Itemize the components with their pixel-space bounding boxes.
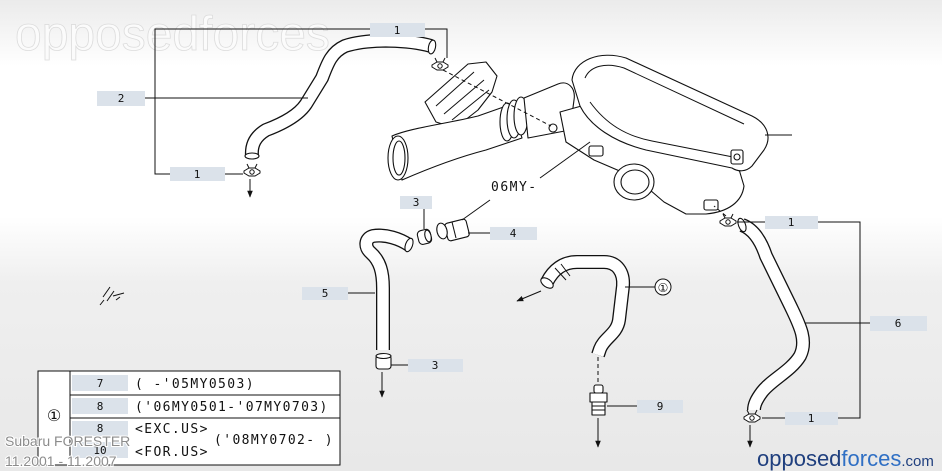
clamp-top-icon xyxy=(431,57,449,71)
clamp-left-icon xyxy=(243,163,261,177)
table-applicability: <EXC.US> xyxy=(135,422,209,437)
table-row: 8 <EXC.US> xyxy=(72,421,209,437)
revision-note: 06MY- xyxy=(491,180,538,195)
callout-seal-upper: 3 xyxy=(400,196,432,209)
callout-cap-lower-label: 3 xyxy=(432,359,439,372)
bracket-left xyxy=(154,28,370,175)
table-applicability: ( -'05MY0503) xyxy=(135,377,255,392)
hose-left xyxy=(359,228,414,350)
logo-left: opposed xyxy=(757,446,841,471)
fitting xyxy=(589,384,608,416)
table-row: 10 <FOR.US> xyxy=(72,442,209,460)
logo-suffix: .com xyxy=(901,453,934,470)
table-applicability: <FOR.US> xyxy=(135,445,209,460)
bracket-right xyxy=(818,221,861,419)
callout-fitting: 9 xyxy=(637,400,683,413)
callout-fitting-label: 9 xyxy=(657,400,664,413)
ref-circle-label: ① xyxy=(658,281,669,295)
callout-hose-right: 6 xyxy=(870,316,927,331)
callout-clamp-right-bottom: 1 xyxy=(785,412,838,425)
air-cleaner-assembly xyxy=(387,54,792,215)
footer-years: 11.2001 - 11.2007 xyxy=(5,453,117,469)
callout-clamp-right-top-label: 1 xyxy=(788,216,795,229)
flow-arrow-middle xyxy=(516,290,542,302)
table-applicability: ('06MY0501-'07MY0703) xyxy=(135,400,329,415)
leader-revision-upper xyxy=(539,141,591,179)
callout-clamp-left: 1 xyxy=(170,167,225,181)
stray-mark xyxy=(99,286,125,306)
air-cleaner-cover-edge xyxy=(584,64,745,125)
air-cleaner-upper-cover xyxy=(571,54,769,172)
leader-revision-lower xyxy=(461,199,491,221)
hose-upper xyxy=(244,33,437,160)
table-row: 7 ( -'05MY0503) xyxy=(72,375,255,392)
footer-model: Subaru FORESTER xyxy=(5,433,130,449)
callout-connector: 4 xyxy=(490,227,537,240)
air-cleaner-nipple xyxy=(588,145,604,157)
table-part-number: 8 xyxy=(97,400,104,413)
air-cleaner-outlet-inner xyxy=(620,169,650,195)
leader-clamp-top xyxy=(425,28,448,58)
clamp-right-top-icon xyxy=(719,213,737,227)
intake-duct xyxy=(391,103,523,181)
callout-clamp-top: 1 xyxy=(370,23,425,37)
callout-connector-label: 4 xyxy=(510,227,517,240)
table-part-number: 8 xyxy=(97,422,104,435)
variant-table: ① 7 ( -'05MY0503) 8 ('06MY0501-'07MY0703… xyxy=(37,370,341,466)
callout-hose-upper: 2 xyxy=(97,91,145,106)
callout-seal-upper-label: 3 xyxy=(413,196,420,209)
callout-hose-left-label: 5 xyxy=(322,287,329,300)
callout-clamp-right-bottom-label: 1 xyxy=(808,412,815,425)
hose-middle xyxy=(540,255,631,358)
table-row: 8 ('06MY0501-'07MY0703) xyxy=(72,398,329,415)
callout-clamp-right-top: 1 xyxy=(765,216,818,229)
cap-lower xyxy=(375,352,392,370)
dash-clamp-top-to-intake xyxy=(442,69,552,127)
callout-hose-upper-label: 2 xyxy=(118,92,125,105)
dash-case-to-clamp xyxy=(713,205,727,217)
callout-clamp-left-label: 1 xyxy=(194,168,201,181)
site-logo: opposedforces.com xyxy=(757,446,934,471)
table-shared-applicability: ('08MY0702- ) xyxy=(214,433,334,448)
air-cleaner-lower-tab xyxy=(703,199,719,211)
clamp-right-bottom-icon xyxy=(743,409,761,423)
callout-hose-left: 5 xyxy=(302,287,348,300)
intake-boot xyxy=(499,96,529,142)
intake-resonator-ribs xyxy=(435,71,490,121)
hose-right xyxy=(737,217,811,411)
table-ref-symbol: ① xyxy=(47,406,61,425)
callout-clamp-top-label: 1 xyxy=(394,24,401,37)
air-cleaner-mount-hole xyxy=(733,153,741,161)
callout-hose-right-label: 6 xyxy=(895,317,902,330)
seal-upper xyxy=(416,228,433,245)
air-cleaner-seam xyxy=(589,101,739,159)
connector xyxy=(436,218,470,242)
watermark-text: opposedforces xyxy=(15,8,330,61)
table-part-number: 7 xyxy=(97,377,104,390)
intake-mouth-inner xyxy=(392,140,406,176)
logo-right: forces xyxy=(841,446,901,471)
callout-cap-lower: 3 xyxy=(408,359,463,372)
table-part-number: 10 xyxy=(93,444,106,457)
